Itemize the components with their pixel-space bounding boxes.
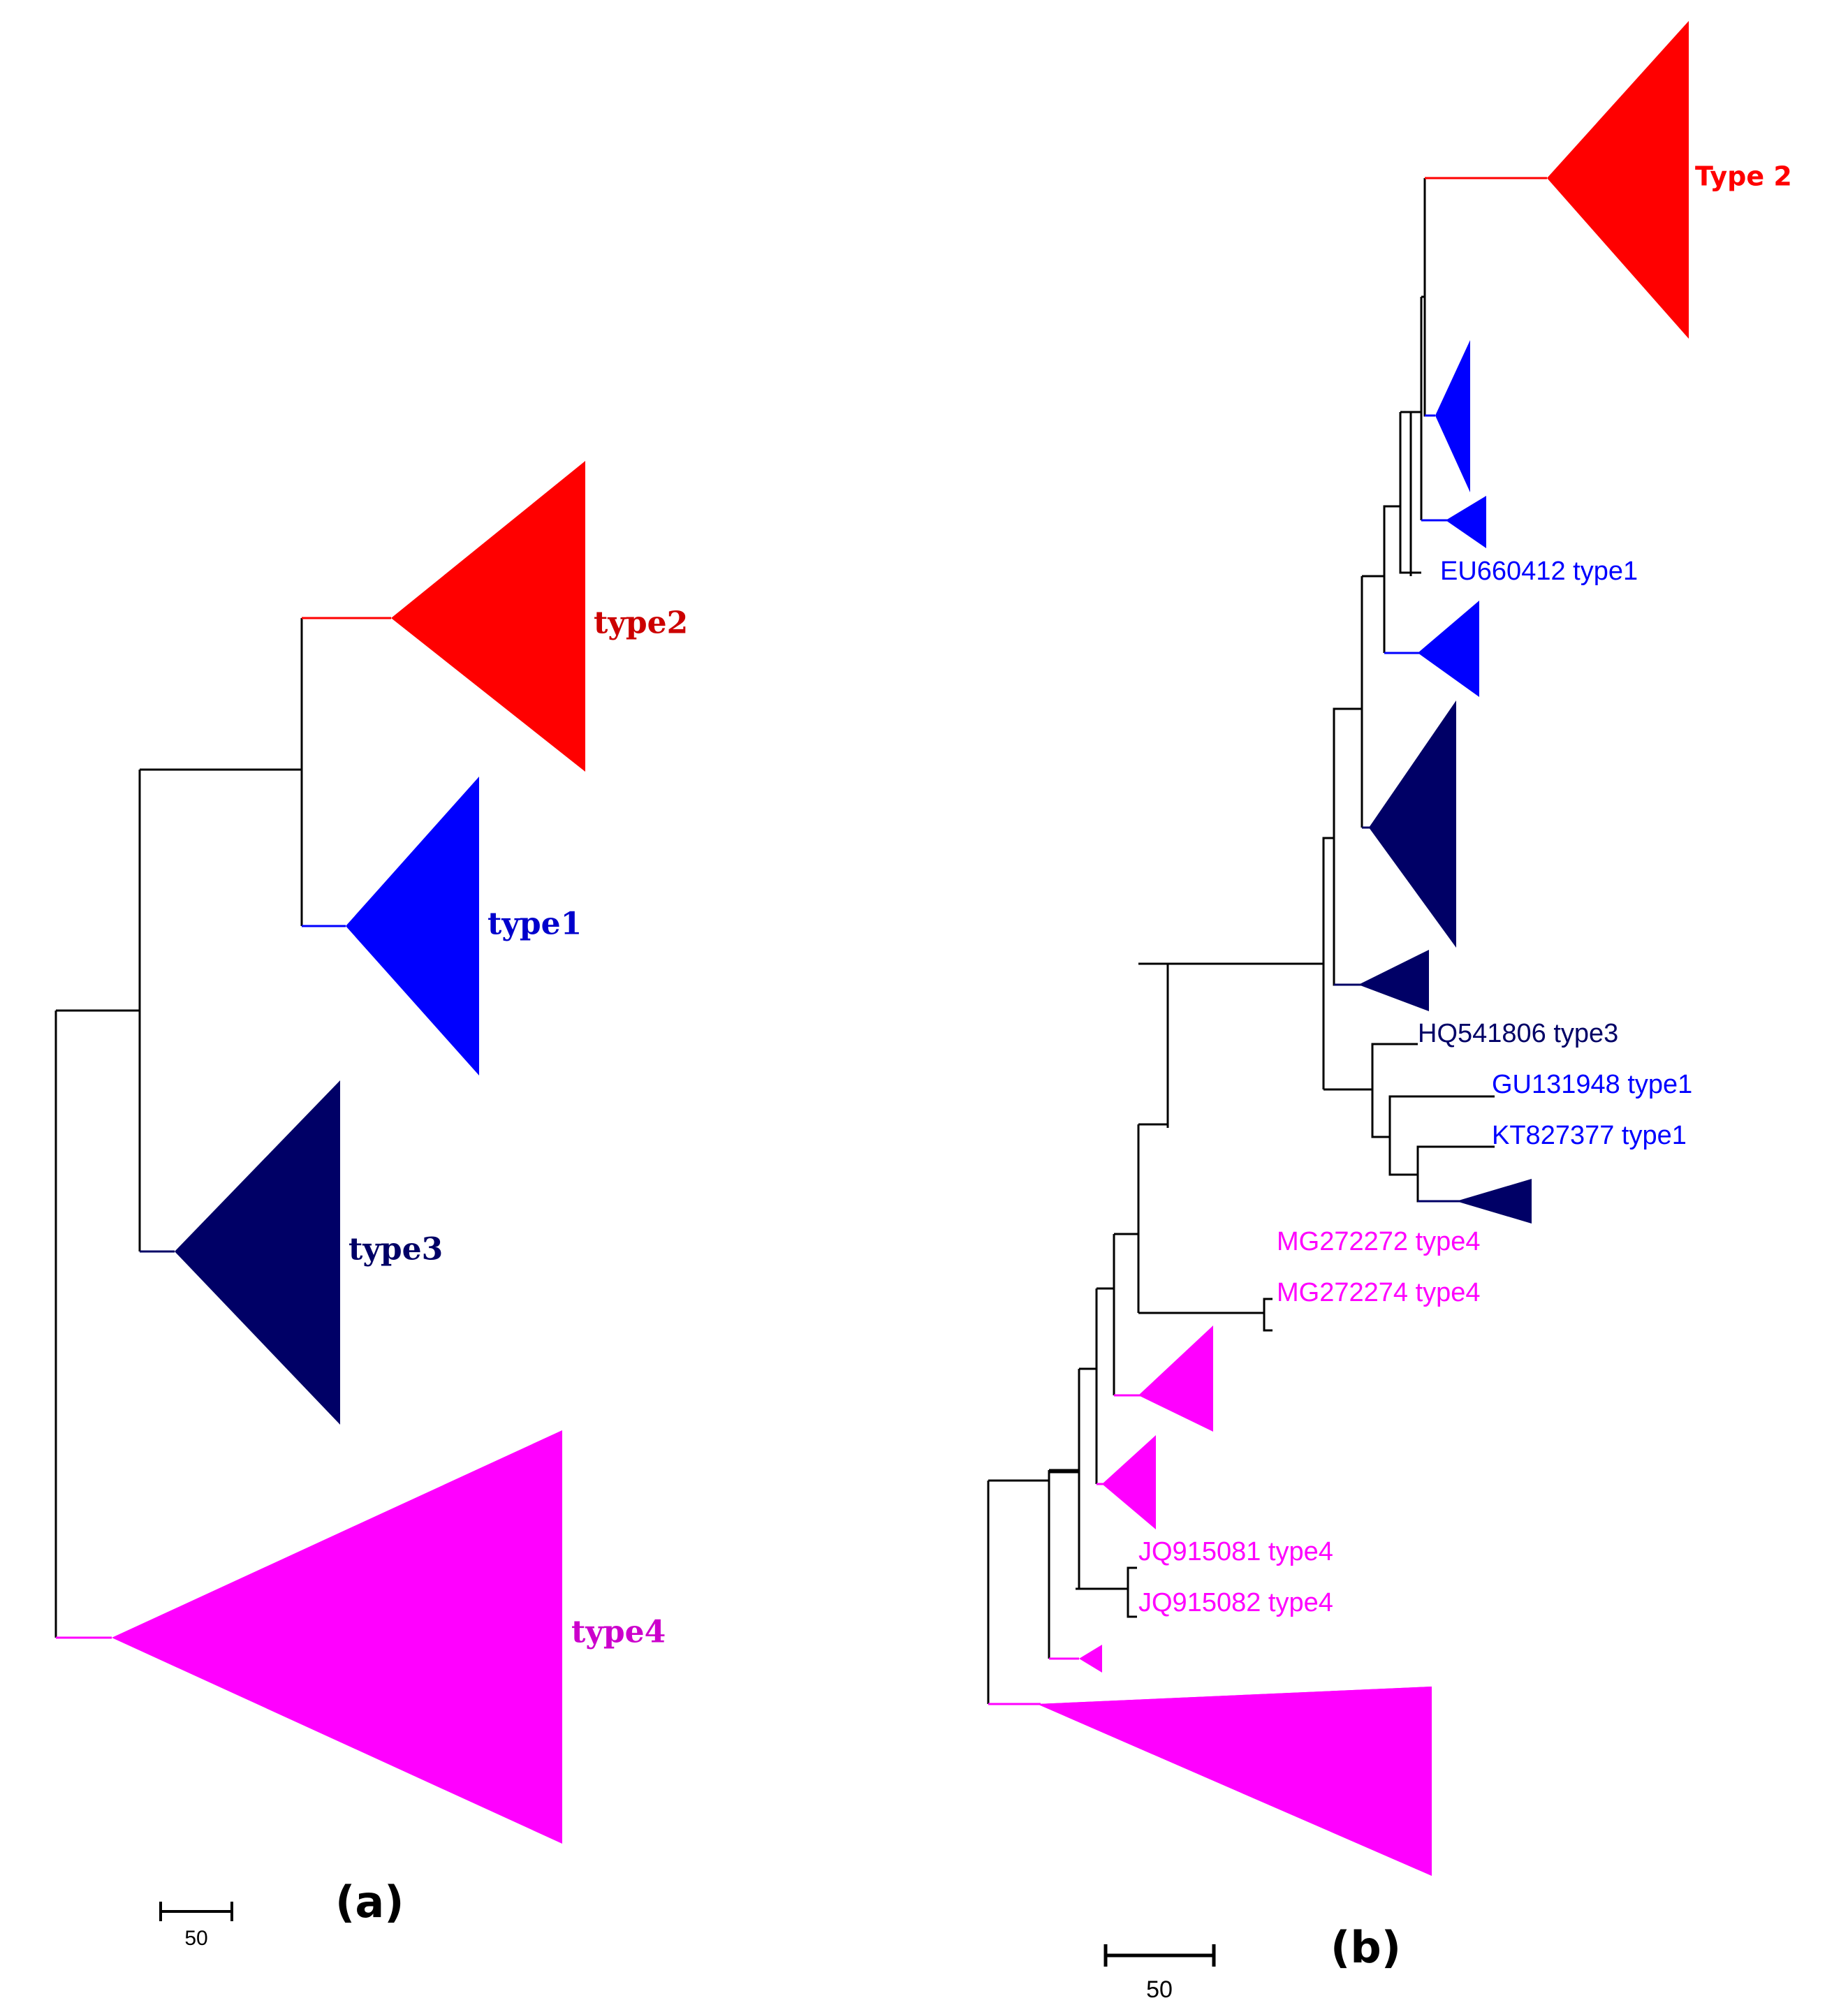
panel-a-type1-label: type1	[487, 906, 582, 942]
panel-b-node-1672	[1138, 837, 1334, 1089]
panel-b-letter: (b)	[1330, 1922, 1401, 1973]
panel-b-leaf-mg272274: MG272274 type4	[1277, 1278, 1481, 1307]
panel-b-node-1990	[1388, 1095, 1495, 1176]
panel-b-leaf-eu660412: EU660412 type1	[1440, 557, 1638, 586]
panel-b-scale-bar	[1103, 1944, 1216, 1967]
panel-a-type4-label: type4	[571, 1615, 666, 1650]
panel-a-root-line	[54, 617, 391, 1638]
panel-a-scale-label: 50	[184, 1927, 207, 1950]
panel-b-type2-clade	[1547, 21, 1689, 339]
panel-b-blue-clade-3	[1418, 601, 1479, 697]
panel-b-node-1950	[1362, 412, 1402, 653]
panel-a-type3-clade	[175, 1080, 340, 1425]
panel-b-blue-clade-2	[1446, 496, 1486, 548]
panel-b-jq-split	[1079, 1566, 1137, 1618]
panel-b-dark-clade-big	[1369, 700, 1456, 948]
panel-a-type4-clade	[112, 1430, 562, 1844]
panel-b-node-1895-down	[1323, 1043, 1418, 1138]
panel-b-pink-clade-1	[1138, 1326, 1213, 1432]
panel-b-blue-clade-1	[1435, 340, 1470, 492]
panel-b-node-2020	[1411, 297, 1423, 520]
panel-b-node-2005	[1399, 411, 1412, 576]
panel-b-leaf-jq915082: JQ915082 type4	[1138, 1588, 1333, 1617]
panel-b-leaf-hq541806: HQ541806 type3	[1418, 1019, 1618, 1048]
panel-b-type2-label: Type 2	[1695, 161, 1792, 192]
panel-b-dark-clade-small	[1358, 950, 1429, 1011]
panel-b-pink-clade-4-main	[1037, 1687, 1432, 1876]
panel-b-leaf-kt827377: KT827377 type1	[1492, 1121, 1687, 1150]
panel-a-type2-label: type2	[594, 605, 688, 641]
panel-b-node-1545-up	[1079, 1288, 1098, 1484]
panel-a-type2-clade	[391, 461, 585, 772]
panel-b-node-1930	[1348, 576, 1363, 828]
panel-b-node-1545	[1049, 1369, 1080, 1590]
panel-b-upper-stem	[988, 1469, 1079, 1659]
panel-b-scale-label: 50	[1146, 1976, 1173, 2003]
panel-b-node-1595	[1114, 1124, 1140, 1313]
panel-b-dark-clade-tiny	[1456, 1179, 1532, 1224]
panel-b-tree	[987, 177, 1547, 1705]
panel-b-node-1630	[1138, 964, 1169, 1128]
panel-a-tree	[54, 617, 391, 1639]
panel-b-node-2030	[1416, 1145, 1495, 1203]
panel-b-leaf-jq915081: JQ915081 type4	[1138, 1537, 1333, 1566]
panel-a-letter: (a)	[335, 1877, 404, 1927]
panel-a-scale-bar	[159, 1902, 233, 1921]
panel-b-leaf-gu131948: GU131948 type1	[1492, 1070, 1692, 1099]
panel-b-node-1910	[1333, 707, 1348, 986]
panel-b-mg-split	[1138, 1298, 1273, 1332]
panel-b-node-1570	[1097, 1234, 1115, 1395]
panel-a-type1-clade	[346, 777, 479, 1075]
panel-b-pink-clade-3	[1079, 1645, 1102, 1673]
panel-b-leaf-mg272272: MG272272 type4	[1277, 1227, 1481, 1256]
panel-a-type3-label: type3	[349, 1232, 443, 1268]
panel-b-node-2035	[1421, 178, 1435, 417]
panel-b-pink-clade-2	[1102, 1435, 1156, 1529]
